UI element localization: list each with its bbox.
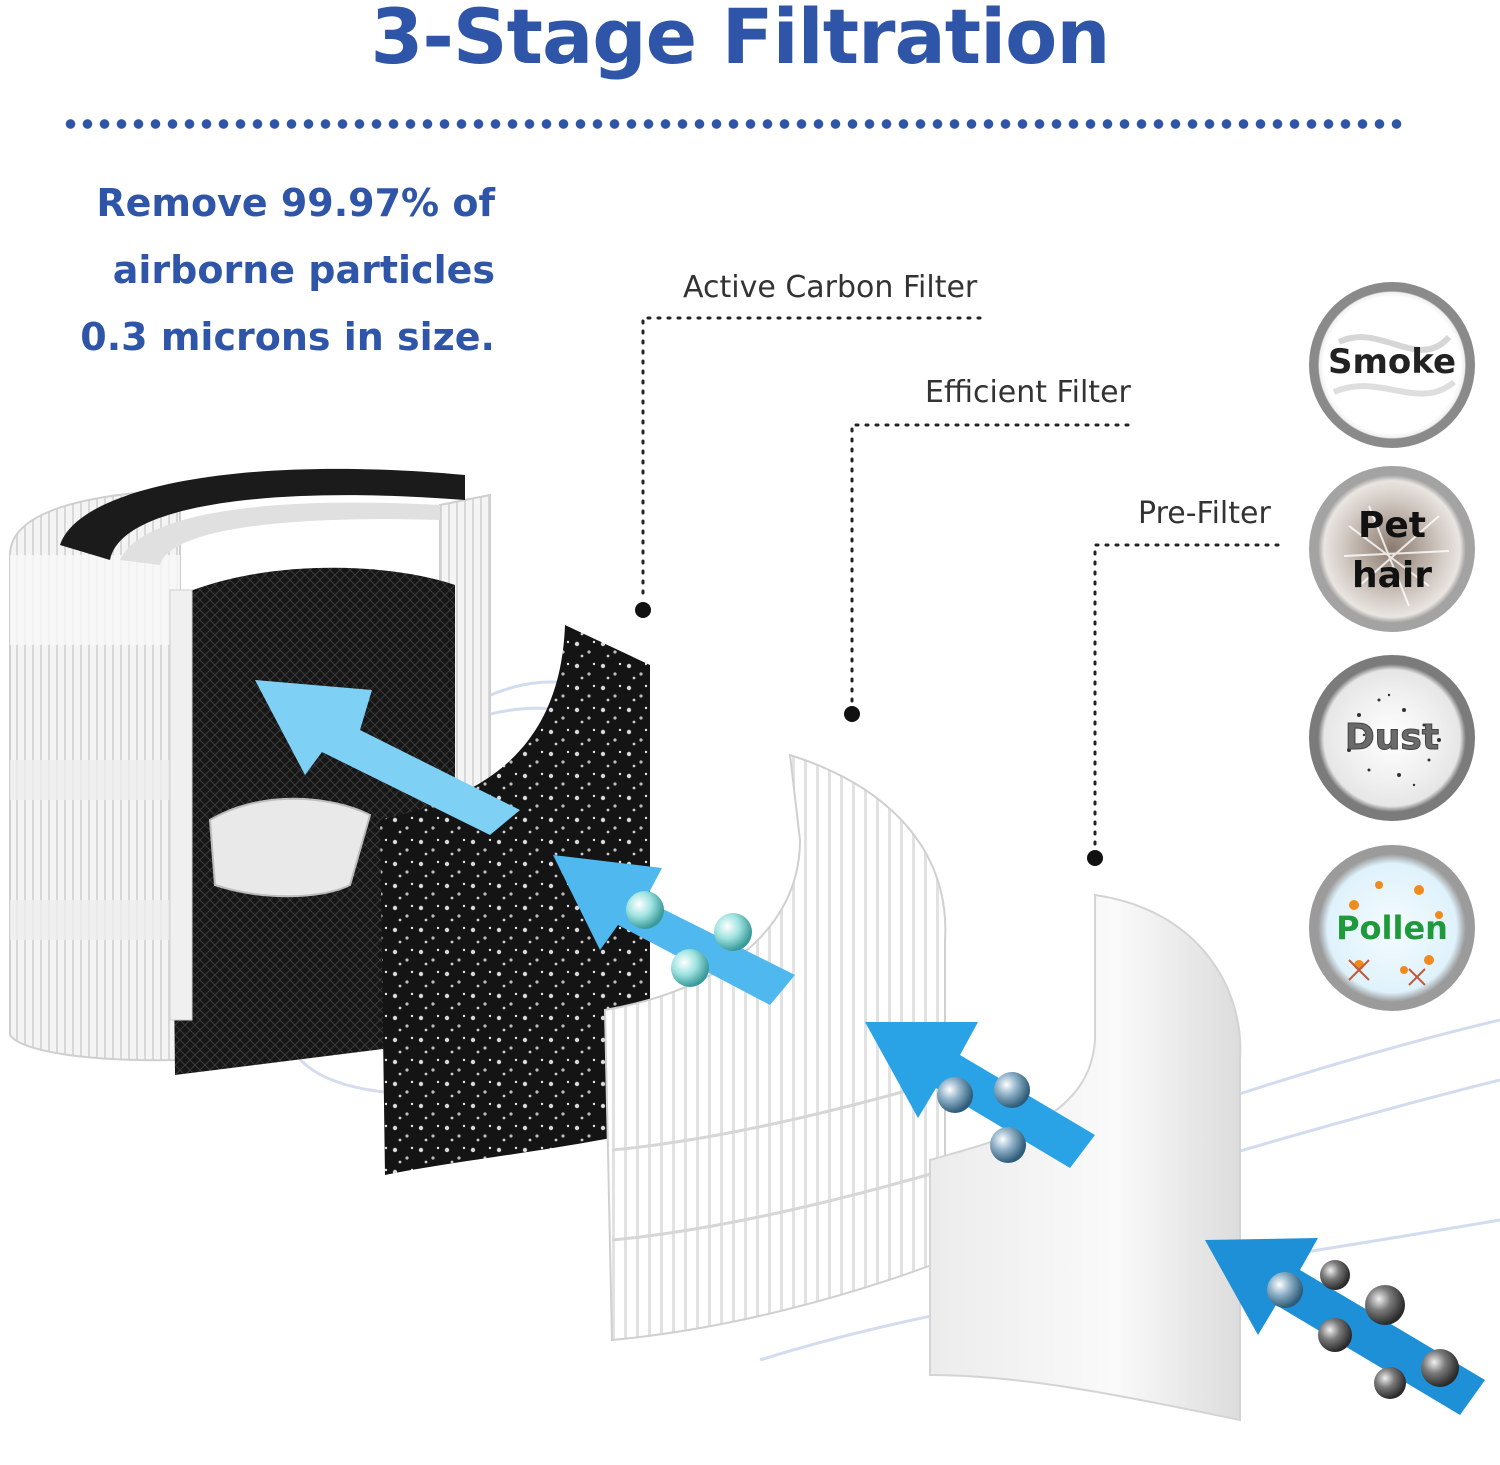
dust-badge: Dust bbox=[1309, 655, 1475, 821]
pollen-icon bbox=[1348, 881, 1443, 986]
pollen-badge: Pollen bbox=[1309, 845, 1475, 1011]
efficient-filter-piece bbox=[603, 753, 947, 1342]
pollen-badge-label: Pollen bbox=[1336, 909, 1448, 947]
smoke-badge: Smoke bbox=[1309, 282, 1475, 448]
dust-icon bbox=[1347, 693, 1441, 787]
dotted-divider bbox=[62, 118, 1407, 130]
dust-badge-label: Dust bbox=[1344, 717, 1440, 758]
carbon-filter-piece bbox=[380, 625, 650, 1175]
tagline: Remove 99.97% of airborne particles 0.3 … bbox=[60, 170, 495, 371]
leader-lines bbox=[641, 316, 1280, 850]
pet-hair-badge-label-2: hair bbox=[1351, 555, 1432, 596]
tagline-line-2: airborne particles bbox=[112, 248, 495, 292]
smoke-icon bbox=[1332, 334, 1456, 397]
page-title: 3-Stage Filtration bbox=[370, 0, 1111, 81]
smoke-badge-label: Smoke bbox=[1327, 342, 1457, 382]
pre-filter-label: Pre-Filter bbox=[1138, 496, 1271, 531]
pet-hair-icon bbox=[1343, 505, 1450, 607]
pet-hair-badge-label-1: Pet bbox=[1357, 505, 1426, 546]
particles bbox=[626, 891, 1459, 1399]
tagline-line-3: 0.3 microns in size. bbox=[80, 315, 495, 359]
active-carbon-filter-label: Active Carbon Filter bbox=[683, 270, 978, 305]
leader-dots bbox=[635, 602, 1103, 866]
pet-hair-badge: Pet hair bbox=[1309, 466, 1475, 632]
pre-filter-piece bbox=[929, 893, 1242, 1422]
efficient-filter-label: Efficient Filter bbox=[925, 375, 1131, 410]
tagline-line-1: Remove 99.97% of bbox=[96, 181, 495, 225]
